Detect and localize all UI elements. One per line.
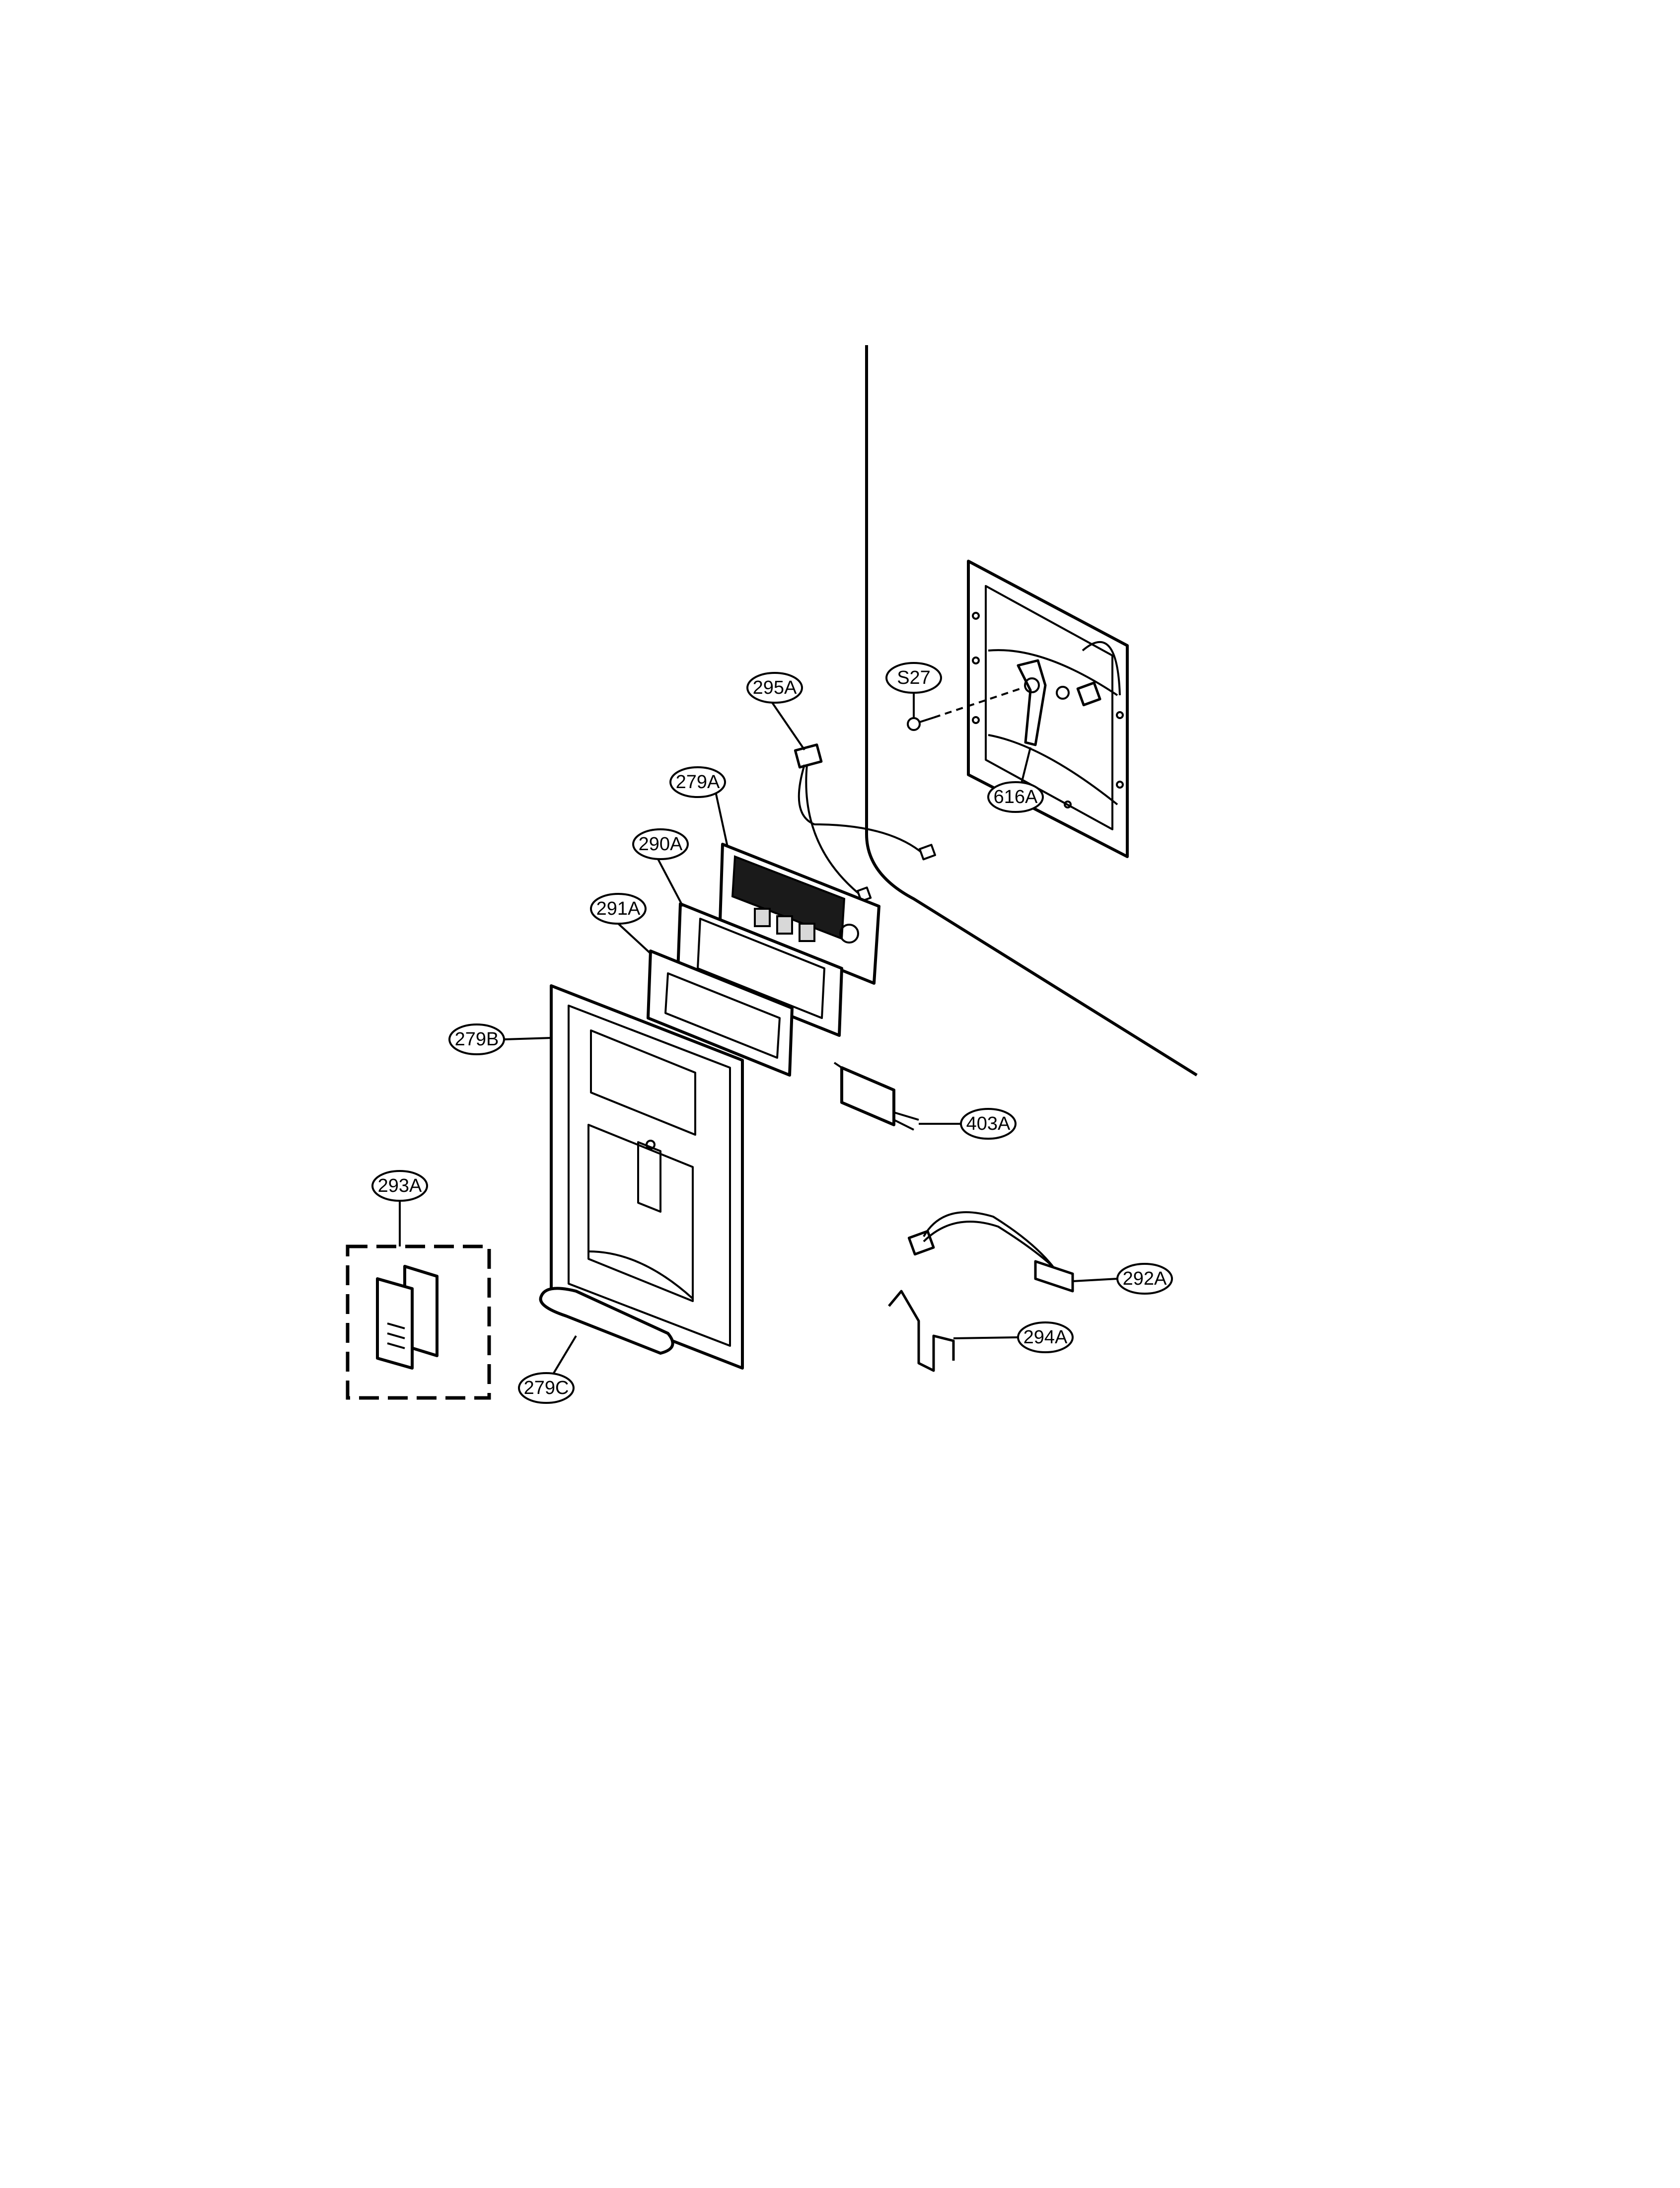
callout-403a: 403A	[960, 1108, 1017, 1140]
callout-293a: 293A	[371, 1170, 428, 1202]
callout-label: 279C	[524, 1378, 569, 1398]
button-kit-box	[346, 1244, 491, 1400]
callout-s27: S27	[885, 662, 942, 694]
heater-harness	[907, 1211, 1074, 1293]
callout-295a: 295A	[746, 672, 803, 704]
callout-279a: 279A	[669, 766, 726, 798]
callout-label: 292A	[1123, 1268, 1167, 1289]
callout-label: S27	[897, 667, 931, 688]
callout-label: 279A	[676, 772, 720, 793]
display-frame	[676, 902, 843, 1037]
callout-label: 403A	[966, 1113, 1011, 1134]
display-pcb	[719, 843, 880, 985]
micro-switch	[833, 1062, 919, 1131]
callout-279c: 279C	[518, 1372, 575, 1404]
callout-291a: 291A	[590, 893, 647, 925]
callout-292a: 292A	[1116, 1263, 1173, 1295]
callout-label: 616A	[994, 787, 1038, 807]
callout-label: 293A	[378, 1175, 422, 1196]
callout-label: 295A	[753, 677, 797, 698]
callout-label: 294A	[1023, 1327, 1068, 1348]
callout-label: 279B	[455, 1029, 499, 1050]
callout-294a: 294A	[1017, 1321, 1074, 1353]
callout-label: 290A	[639, 834, 683, 855]
callout-290a: 290A	[632, 828, 689, 860]
dispenser-housing	[967, 560, 1129, 858]
dispenser-cover	[550, 984, 744, 1370]
bracket	[888, 1290, 955, 1372]
drip-tray	[539, 1287, 674, 1355]
wire-harness	[794, 743, 936, 902]
callout-616a: 616A	[987, 781, 1044, 813]
dispenser-lever	[1017, 659, 1101, 746]
display-lens	[647, 949, 794, 1077]
door-outline	[865, 345, 1198, 1077]
callout-label: 291A	[596, 898, 641, 919]
callout-279b: 279B	[448, 1023, 505, 1055]
